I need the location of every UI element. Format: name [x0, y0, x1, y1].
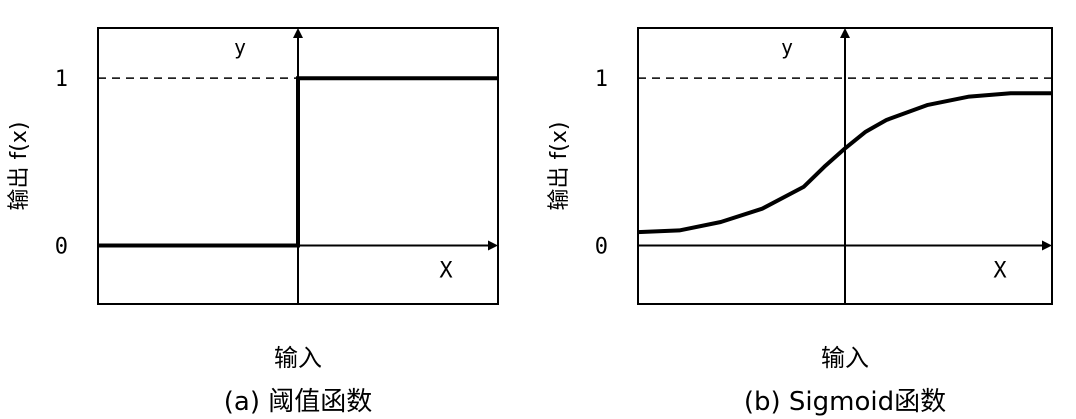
y-axis-label: 输出 f(x)	[547, 122, 572, 211]
y-tick-label-0: 0	[595, 234, 608, 259]
x-axis-name: X	[993, 258, 1007, 283]
chart-subtitle: (b) Sigmoid函数	[744, 387, 946, 417]
y-tick-label-0: 0	[55, 234, 68, 259]
y-axis-label: 输出 f(x)	[7, 122, 32, 211]
sigmoid-chart: 1 0 y X 输出 f(x) 输入 (b) Sigmoid函数	[547, 27, 1053, 417]
chart-subtitle: (a) 阈值函数	[224, 387, 373, 417]
x-axis-label: 输入	[274, 344, 322, 372]
series-line	[98, 76, 498, 248]
y-tick-label-1: 1	[595, 67, 608, 92]
y-axis-name: y	[781, 35, 793, 59]
y-tick-label-1: 1	[55, 67, 68, 92]
x-axis-label: 输入	[821, 344, 869, 372]
threshold-chart: 1 0 y X 输出 f(x) 输入 (a) 阈值函数	[7, 27, 499, 417]
y-axis-name: y	[234, 35, 246, 59]
series-line	[637, 91, 1052, 235]
x-axis-name: X	[439, 258, 453, 283]
